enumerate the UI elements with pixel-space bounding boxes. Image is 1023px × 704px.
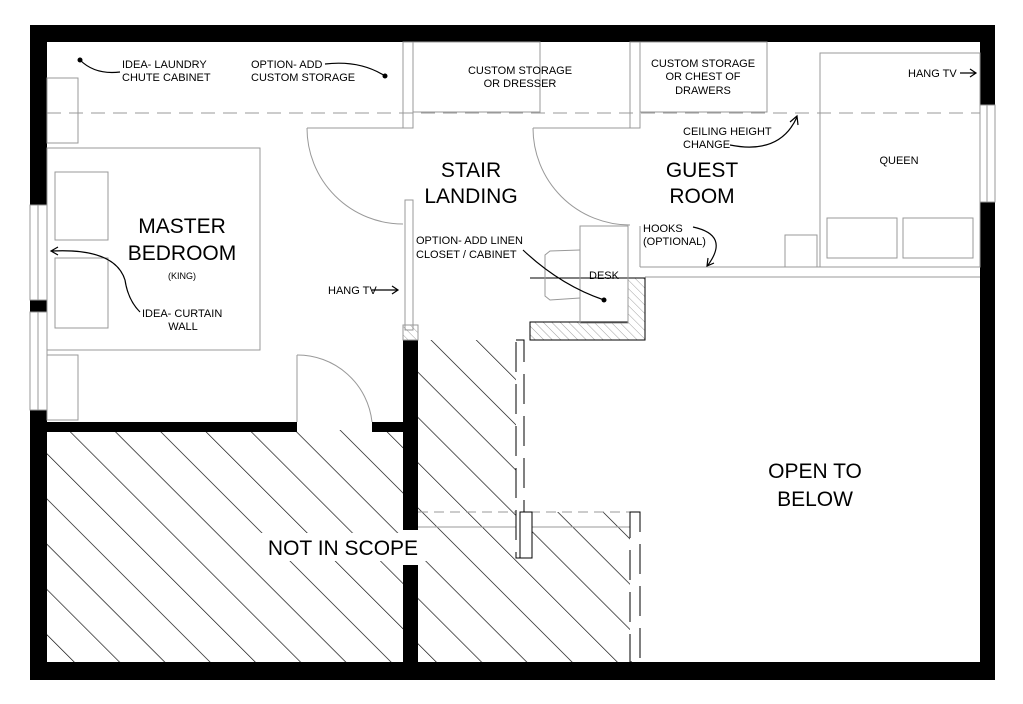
note-labels: IDEA- LAUNDRY CHUTE CABINET OPTION- ADD … xyxy=(122,58,957,333)
open-label-2: BELOW xyxy=(777,488,853,511)
note-chest: OR CHEST OF xyxy=(666,71,741,83)
note-dresser: CUSTOM STORAGE xyxy=(468,65,572,77)
open-label-1: OPEN TO xyxy=(768,460,862,483)
doors[interactable] xyxy=(296,127,631,423)
desk-label: DESK xyxy=(589,270,620,282)
guest-label-2: ROOM xyxy=(669,185,734,208)
note-ceiling: CEILING HEIGHT xyxy=(683,126,772,138)
pillow xyxy=(54,257,109,329)
note-chest: DRAWERS xyxy=(675,85,731,97)
nightstand xyxy=(46,354,79,421)
dresser xyxy=(412,41,541,113)
note-custom-storage: CUSTOM STORAGE xyxy=(251,72,355,84)
master-sub: (KING) xyxy=(168,271,196,281)
nightstand xyxy=(784,234,818,268)
note-hooks: (OPTIONAL) xyxy=(643,236,706,248)
note-curtain: WALL xyxy=(168,321,198,333)
note-dresser: OR DRESSER xyxy=(484,78,557,90)
queen-label: QUEEN xyxy=(879,155,918,167)
queen-bed xyxy=(819,52,981,268)
stair-label-1: STAIR xyxy=(441,159,501,182)
windows xyxy=(29,104,996,411)
note-linen: CLOSET / CABINET xyxy=(416,249,517,261)
king-bed xyxy=(46,147,261,351)
note-custom-storage: OPTION- ADD xyxy=(251,59,323,71)
master-label-2: BEDROOM xyxy=(128,242,237,265)
pillow xyxy=(54,171,109,241)
stair-area xyxy=(418,339,641,663)
note-hang-tv-guest: HANG TV xyxy=(908,68,957,80)
desk xyxy=(579,225,629,324)
guest-label-1: GUEST xyxy=(666,159,739,182)
note-hooks: HOOKS xyxy=(643,223,683,235)
note-hang-tv-master: HANG TV xyxy=(328,285,377,297)
note-linen: OPTION- ADD LINEN xyxy=(416,235,523,247)
stair-label-2: LANDING xyxy=(424,185,517,208)
note-curtain: IDEA- CURTAIN xyxy=(142,308,222,320)
master-label-1: MASTER xyxy=(138,215,226,238)
pillow xyxy=(826,217,898,259)
leaders xyxy=(49,57,978,313)
not-in-scope-label: NOT IN SCOPE xyxy=(268,537,418,560)
pillow xyxy=(902,217,974,259)
note-ceiling: CHANGE xyxy=(683,139,730,151)
furniture xyxy=(46,41,981,421)
note-chest: CUSTOM STORAGE xyxy=(651,58,755,70)
note-laundry: IDEA- LAUNDRY xyxy=(122,59,207,71)
room-labels: MASTER BEDROOM (KING) STAIR LANDING GUES… xyxy=(128,159,862,561)
desk-chair xyxy=(544,249,581,301)
note-laundry: CHUTE CABINET xyxy=(122,72,211,84)
chest-of-drawers xyxy=(639,41,768,113)
closet xyxy=(46,77,79,144)
